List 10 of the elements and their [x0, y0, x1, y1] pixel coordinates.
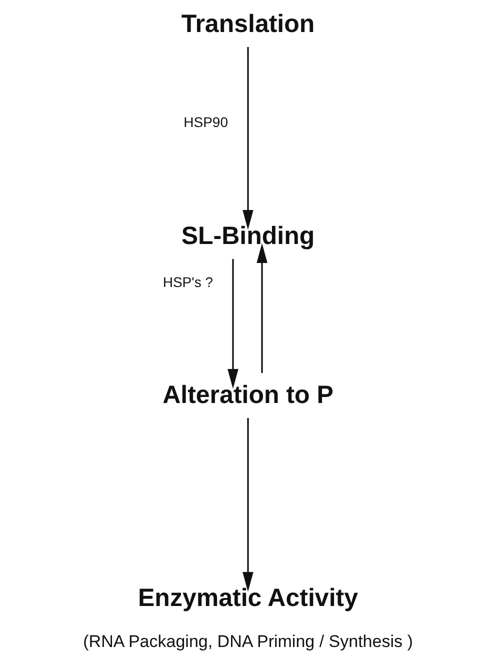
arrow [242, 418, 254, 592]
stage-label: Enzymatic Activity [138, 584, 358, 613]
arrow [242, 47, 254, 230]
stage-label: Alteration to P [162, 381, 334, 410]
edge-label: HSP's ? [162, 274, 213, 290]
arrow [228, 259, 238, 389]
arrow [256, 243, 268, 373]
stage-label: SL-Binding [181, 222, 315, 251]
stage-label: Translation [181, 10, 315, 39]
note-text: (RNA Packaging, DNA Priming / Synthesis ) [83, 632, 413, 652]
